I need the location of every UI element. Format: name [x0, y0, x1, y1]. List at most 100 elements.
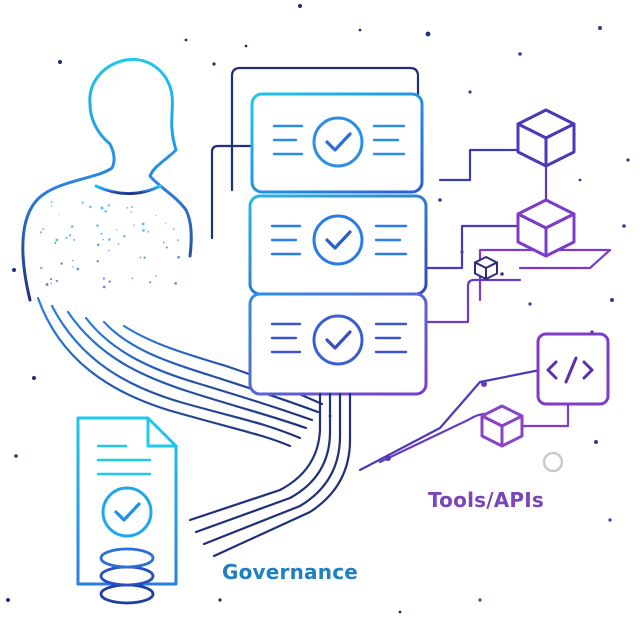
check-circle-icon — [312, 314, 364, 366]
texture-dot — [50, 205, 53, 207]
texture-dot — [108, 280, 112, 283]
background-dot — [218, 598, 222, 602]
background-dot — [610, 298, 614, 302]
background-dot — [594, 440, 598, 444]
texture-dot — [107, 204, 110, 207]
cube-icon — [480, 404, 524, 448]
texture-dot — [162, 241, 165, 244]
check-circle-icon — [101, 486, 153, 538]
texture-dot — [55, 238, 59, 242]
texture-dot — [60, 262, 63, 265]
texture-dot — [147, 230, 150, 233]
background-dot — [598, 26, 602, 30]
texture-dot — [50, 282, 52, 285]
texture-dot — [133, 224, 135, 227]
texture-dot — [177, 255, 180, 259]
texture-dot — [117, 243, 120, 245]
texture-dot — [102, 277, 106, 280]
background-dot — [626, 158, 630, 162]
background-dot — [184, 38, 188, 42]
texture-dot — [155, 275, 158, 277]
cube-icon — [516, 198, 576, 258]
texture-dot — [108, 238, 111, 241]
tools-apis-label: Tools/APIs — [428, 488, 545, 512]
texture-dot — [72, 259, 74, 262]
check-circle-icon — [312, 116, 364, 168]
texture-dot — [102, 285, 106, 289]
texture-dot — [126, 206, 129, 209]
background-dot — [500, 272, 504, 276]
background-dot — [14, 454, 18, 458]
cube-icon — [516, 108, 576, 168]
texture-dot — [45, 283, 49, 286]
cube-icon — [474, 256, 498, 280]
background-dot — [244, 44, 248, 48]
background-dot — [398, 610, 402, 614]
texture-dot — [73, 238, 76, 241]
texture-dot — [58, 214, 60, 216]
background-dot — [468, 90, 472, 94]
texture-dot — [149, 281, 152, 284]
texture-dot — [65, 236, 68, 239]
texture-dot — [72, 266, 74, 268]
check-circle-icon — [312, 214, 364, 266]
texture-dot — [115, 228, 118, 231]
texture-dot — [81, 201, 84, 204]
card-down-lines — [188, 392, 352, 558]
texture-dot — [108, 249, 110, 252]
texture-dot — [39, 231, 43, 234]
texture-dot — [130, 211, 133, 213]
background-dot — [58, 60, 62, 64]
texture-dot — [164, 223, 167, 225]
texture-dot — [172, 228, 175, 231]
texture-dot — [76, 267, 80, 271]
texture-dot — [177, 239, 179, 241]
background-dot — [12, 268, 16, 272]
texture-dot — [131, 277, 134, 280]
background-dot — [622, 224, 626, 228]
texture-dot — [49, 277, 53, 281]
governance-label: Governance — [222, 560, 359, 584]
background-dot — [608, 518, 612, 522]
cube-group — [474, 108, 576, 448]
person-silhouette-icon — [21, 57, 193, 302]
texture-dot — [54, 242, 57, 244]
background-dot — [358, 28, 362, 32]
texture-dot — [141, 222, 145, 226]
texture-dot — [139, 256, 142, 259]
texture-dot — [88, 205, 92, 209]
background-dot — [578, 178, 582, 182]
texture-dot — [68, 234, 72, 237]
texture-dot — [96, 224, 99, 227]
checklist-card-3 — [248, 292, 428, 396]
background-dot — [6, 598, 10, 602]
texture-dot — [155, 214, 157, 216]
texture-dot — [96, 260, 99, 263]
code-brackets-icon — [536, 332, 610, 406]
background-dots — [6, 4, 630, 614]
person-texture-dots — [39, 200, 180, 289]
texture-dot — [174, 282, 177, 285]
texture-dot — [165, 246, 168, 249]
texture-dot — [100, 232, 103, 235]
texture-dot — [42, 228, 45, 231]
texture-dot — [55, 279, 58, 283]
texture-dot — [96, 243, 100, 247]
texture-dot — [70, 225, 74, 228]
ring-icon — [542, 451, 564, 473]
checklist-card-2 — [248, 194, 428, 296]
background-dot — [478, 598, 482, 602]
background-dot — [438, 198, 442, 202]
texture-dot — [123, 234, 126, 238]
texture-dot — [104, 209, 108, 213]
texture-dot — [50, 200, 53, 203]
texture-dot — [143, 256, 146, 259]
background-dot — [425, 31, 431, 37]
texture-dot — [40, 267, 43, 270]
checklist-card-1 — [250, 92, 424, 194]
background-dot — [298, 4, 302, 8]
flow-lines — [36, 296, 324, 448]
texture-dot — [130, 205, 134, 208]
background-dot — [212, 62, 216, 66]
